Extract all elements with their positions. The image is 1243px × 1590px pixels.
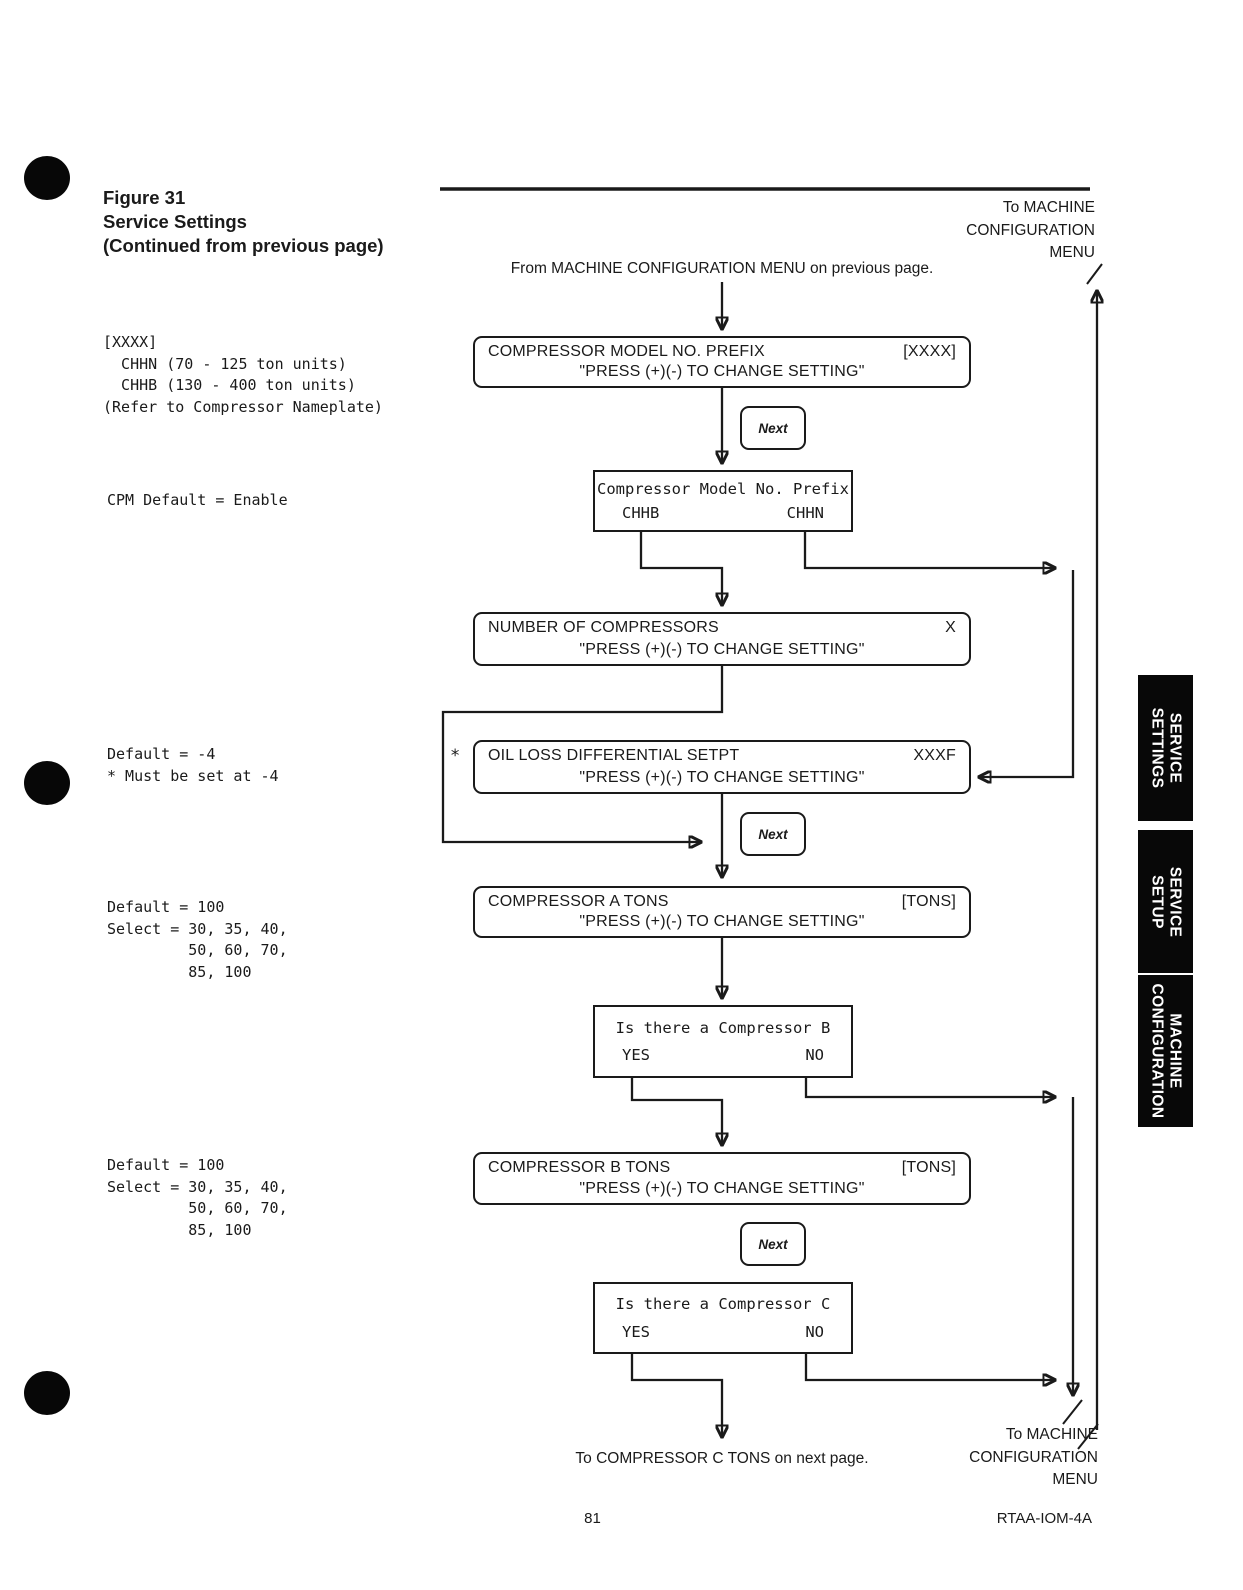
option-chhn: CHHN	[786, 504, 824, 522]
box-title: NUMBER OF COMPRESSORS	[488, 619, 719, 637]
flow-box-oil-loss-setpt: OIL LOSS DIFFERENTIAL SETPT XXXF "PRESS …	[473, 740, 971, 794]
box-title: OIL LOSS DIFFERENTIAL SETPT	[488, 747, 740, 765]
compressor-b-annotation: Default = 100 Select = 30, 35, 40, 50, 6…	[107, 1156, 288, 1239]
punch-hole-mark	[24, 1371, 70, 1415]
box-title: COMPRESSOR A TONS	[488, 892, 669, 910]
connector-chhn-branch	[803, 532, 1054, 568]
tab-label: SERVICE SETTINGS	[1148, 707, 1184, 789]
tab-label: MACHINE CONFIGURATION	[1148, 983, 1184, 1119]
option-yes: YES	[622, 1322, 650, 1341]
option-yes: YES	[622, 1046, 650, 1065]
punch-hole-mark	[24, 156, 70, 200]
document-code: RTAA-IOM-4A	[996, 1510, 1092, 1527]
box-instruction: "PRESS (+)(-) TO CHANGE SETTING"	[579, 363, 865, 381]
box-title: Is there a Compressor C	[615, 1295, 831, 1314]
flow-box-prefix-choice: Compressor Model No. Prefix CHHB CHHN	[593, 470, 853, 532]
connector-no-b	[804, 1078, 1054, 1097]
break-mark-bottom-left	[1062, 1399, 1083, 1425]
tab-service-setup: SERVICE SETUP	[1138, 830, 1193, 973]
box-title: Is there a Compressor B	[615, 1018, 831, 1037]
cpm-default-annotation: CPM Default = Enable	[107, 491, 288, 509]
option-no: NO	[805, 1046, 824, 1065]
flow-box-compressor-c-question: Is there a Compressor C YES NO	[593, 1282, 853, 1354]
option-no: NO	[805, 1322, 824, 1341]
next-button-depiction: Next	[740, 406, 806, 450]
break-mark-top	[1086, 263, 1103, 285]
box-instruction: "PRESS (+)(-) TO CHANGE SETTING"	[579, 913, 865, 931]
connector-numcomp-loop	[441, 666, 724, 842]
connector-yes-c-exit	[630, 1354, 722, 1436]
box-value: [TONS]	[901, 1159, 956, 1176]
figure-subtitle: (Continued from previous page)	[103, 235, 384, 256]
box-instruction: "PRESS (+)(-) TO CHANGE SETTING"	[579, 640, 865, 658]
tab-service-settings: SERVICE SETTINGS	[1138, 675, 1193, 821]
box-value: [TONS]	[901, 892, 956, 910]
box-title: Compressor Model No. Prefix	[597, 480, 849, 498]
flow-box-compressor-b-tons: COMPRESSOR B TONS [TONS] "PRESS (+)(-) T…	[473, 1152, 971, 1205]
oil-loss-asterisk: *	[450, 746, 461, 766]
box-value: XXXF	[913, 747, 956, 765]
page-number: 81	[584, 1510, 601, 1527]
model-prefix-annotation: [XXXX] CHHN (70 - 125 ton units) CHHB (1…	[103, 333, 383, 416]
connector-yes-b	[630, 1078, 722, 1144]
flow-box-compressor-model-prefix: COMPRESSOR MODEL NO. PREFIX [XXXX] "PRES…	[473, 336, 971, 388]
connector-no-c	[804, 1354, 1054, 1380]
box-value: [XXXX]	[903, 342, 956, 360]
connector-chhb-branch	[639, 532, 722, 604]
from-machine-menu-label: From MACHINE CONFIGURATION MENU on previ…	[510, 260, 934, 277]
next-button-depiction: Next	[740, 1222, 806, 1266]
tab-label: SERVICE SETUP	[1148, 866, 1184, 937]
box-instruction: "PRESS (+)(-) TO CHANGE SETTING"	[579, 1180, 865, 1197]
box-title: COMPRESSOR B TONS	[488, 1159, 671, 1176]
box-value: X	[945, 619, 956, 637]
compressor-a-annotation: Default = 100 Select = 30, 35, 40, 50, 6…	[107, 898, 288, 981]
oil-loss-annotation: Default = -4 * Must be set at -4	[107, 745, 279, 785]
connector-feedback-to-oil-loss	[980, 570, 1075, 777]
figure-title: Service Settings	[103, 211, 247, 232]
to-machine-menu-bottom-label: To MACHINE CONFIGURATION MENU	[969, 1426, 1098, 1488]
next-button-depiction: Next	[740, 812, 806, 856]
break-mark-bottom-right	[1077, 1423, 1099, 1450]
box-instruction: "PRESS (+)(-) TO CHANGE SETTING"	[579, 768, 865, 786]
flow-box-compressor-b-question: Is there a Compressor B YES NO	[593, 1005, 853, 1078]
option-chhb: CHHB	[622, 504, 660, 522]
punch-hole-mark	[24, 761, 70, 805]
tab-machine-configuration: MACHINE CONFIGURATION	[1138, 975, 1193, 1127]
to-compressor-c-label: To COMPRESSOR C TONS on next page.	[575, 1450, 869, 1467]
box-title: COMPRESSOR MODEL NO. PREFIX	[488, 342, 765, 360]
flow-box-compressor-a-tons: COMPRESSOR A TONS [TONS] "PRESS (+)(-) T…	[473, 886, 971, 938]
to-machine-menu-top-label: To MACHINE CONFIGURATION MENU	[966, 199, 1095, 261]
flow-box-number-of-compressors: NUMBER OF COMPRESSORS X "PRESS (+)(-) TO…	[473, 612, 971, 666]
figure-number: Figure 31	[103, 187, 186, 208]
